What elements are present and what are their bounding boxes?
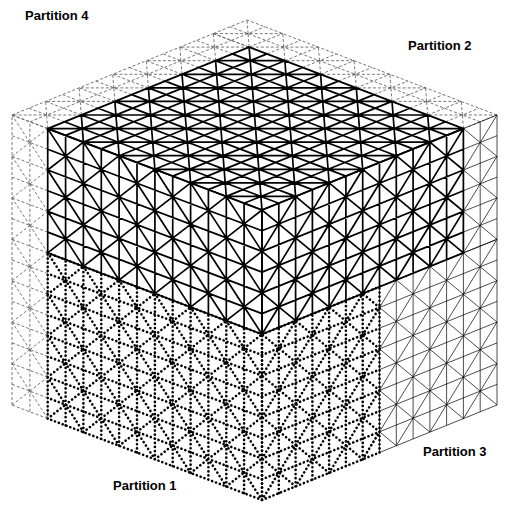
partition-mesh <box>12 115 48 419</box>
partition-label: Partition 1 <box>110 478 180 494</box>
partition-label: Partition 4 <box>22 8 92 24</box>
partition-mesh <box>48 253 262 500</box>
partition-mesh <box>48 47 464 210</box>
partition-mesh <box>463 115 497 253</box>
partition-label: Partition 3 <box>420 444 490 460</box>
partition-label: Partition 2 <box>405 38 475 54</box>
partition-mesh <box>262 287 380 500</box>
